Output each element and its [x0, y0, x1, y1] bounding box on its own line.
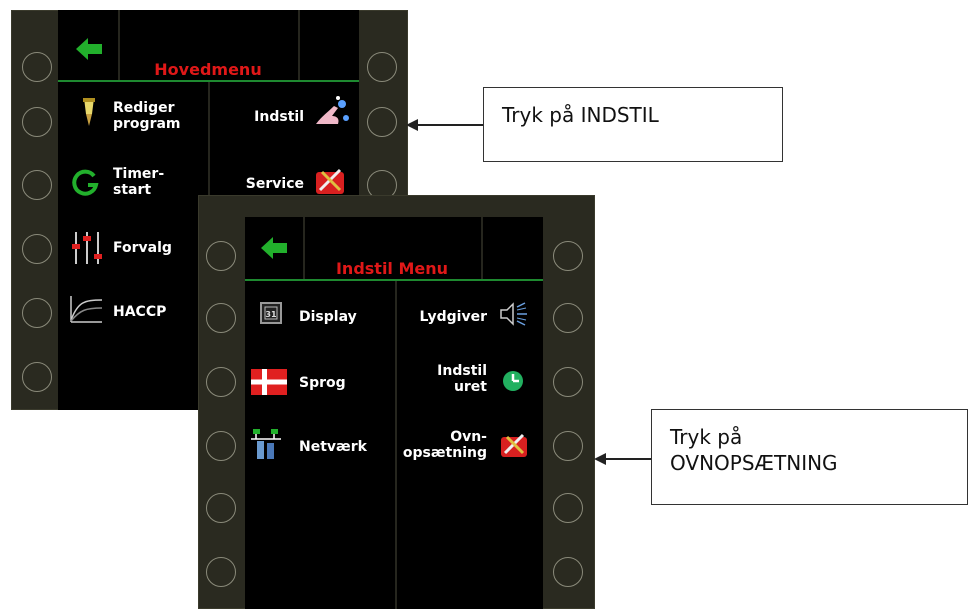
menu-label-forvalg: Forvalg [113, 240, 172, 256]
hand-icon [316, 96, 349, 124]
tools-icon [501, 433, 527, 457]
back-arrow-icon[interactable] [76, 38, 102, 60]
speaker-icon [500, 302, 527, 326]
hw-button-right-2[interactable] [367, 107, 397, 137]
callout-arrow-indstil [406, 119, 484, 131]
callout-indstil: Tryk på INDSTIL [483, 87, 783, 162]
indstil-menu-screen: Indstil Menu 31 Display Sprog [245, 217, 543, 609]
menu-label-rediger-program: Rediger program [113, 100, 181, 132]
hw-button-left-1[interactable] [206, 241, 236, 271]
menu-label-timer-start: Timer- start [113, 166, 165, 198]
hw-button-left-4[interactable] [206, 431, 236, 461]
hw-button-left-6[interactable] [22, 362, 52, 392]
hw-button-right-1[interactable] [367, 52, 397, 82]
hw-button-right-3[interactable] [553, 367, 583, 397]
svg-text:31: 31 [265, 310, 277, 319]
danish-flag-icon [251, 369, 287, 395]
hw-button-right-2[interactable] [553, 303, 583, 333]
menu-label-lydgiver: Lydgiver [419, 309, 487, 325]
hw-button-right-6[interactable] [553, 557, 583, 587]
menu-label-display: Display [299, 309, 357, 325]
hw-button-left-6[interactable] [206, 557, 236, 587]
tools-icon [316, 168, 344, 194]
hw-button-right-4[interactable] [553, 431, 583, 461]
hw-button-left-5[interactable] [206, 493, 236, 523]
hw-button-left-2[interactable] [22, 107, 52, 137]
network-icon [251, 429, 281, 459]
menu-label-indstil: Indstil [254, 109, 304, 125]
menu-label-haccp: HACCP [113, 304, 167, 320]
display-icon: 31 [260, 302, 282, 324]
menu-label-netvaerk: Netværk [299, 439, 367, 455]
hw-button-right-5[interactable] [553, 493, 583, 523]
page-title: Indstil Menu [335, 259, 449, 278]
callout-ovnopsaetning: Tryk på OVNOPSÆTNING [651, 409, 968, 505]
timer-icon [72, 169, 99, 196]
hw-button-left-5[interactable] [22, 298, 52, 328]
hw-button-left-3[interactable] [206, 367, 236, 397]
clock-icon [503, 371, 523, 391]
menu-label-ovnopsaetning: Ovn- opsætning [402, 429, 487, 461]
back-arrow-icon[interactable] [261, 237, 287, 259]
pen-icon [83, 98, 95, 126]
hw-button-left-4[interactable] [22, 234, 52, 264]
menu-label-sprog: Sprog [299, 375, 346, 391]
callout-arrow-ovnopsaetning [594, 453, 652, 465]
menu-label-indstil-uret: Indstil uret [437, 363, 487, 395]
hw-button-left-3[interactable] [22, 170, 52, 200]
hw-button-right-1[interactable] [553, 241, 583, 271]
sliders-icon [72, 232, 102, 264]
page-title: Hovedmenu [154, 60, 262, 79]
haccp-chart-icon [70, 296, 103, 323]
menu-label-service: Service [245, 176, 304, 192]
hw-button-left-1[interactable] [22, 52, 52, 82]
hw-button-left-2[interactable] [206, 303, 236, 333]
indstil-menu-device: Indstil Menu 31 Display Sprog [198, 195, 595, 609]
